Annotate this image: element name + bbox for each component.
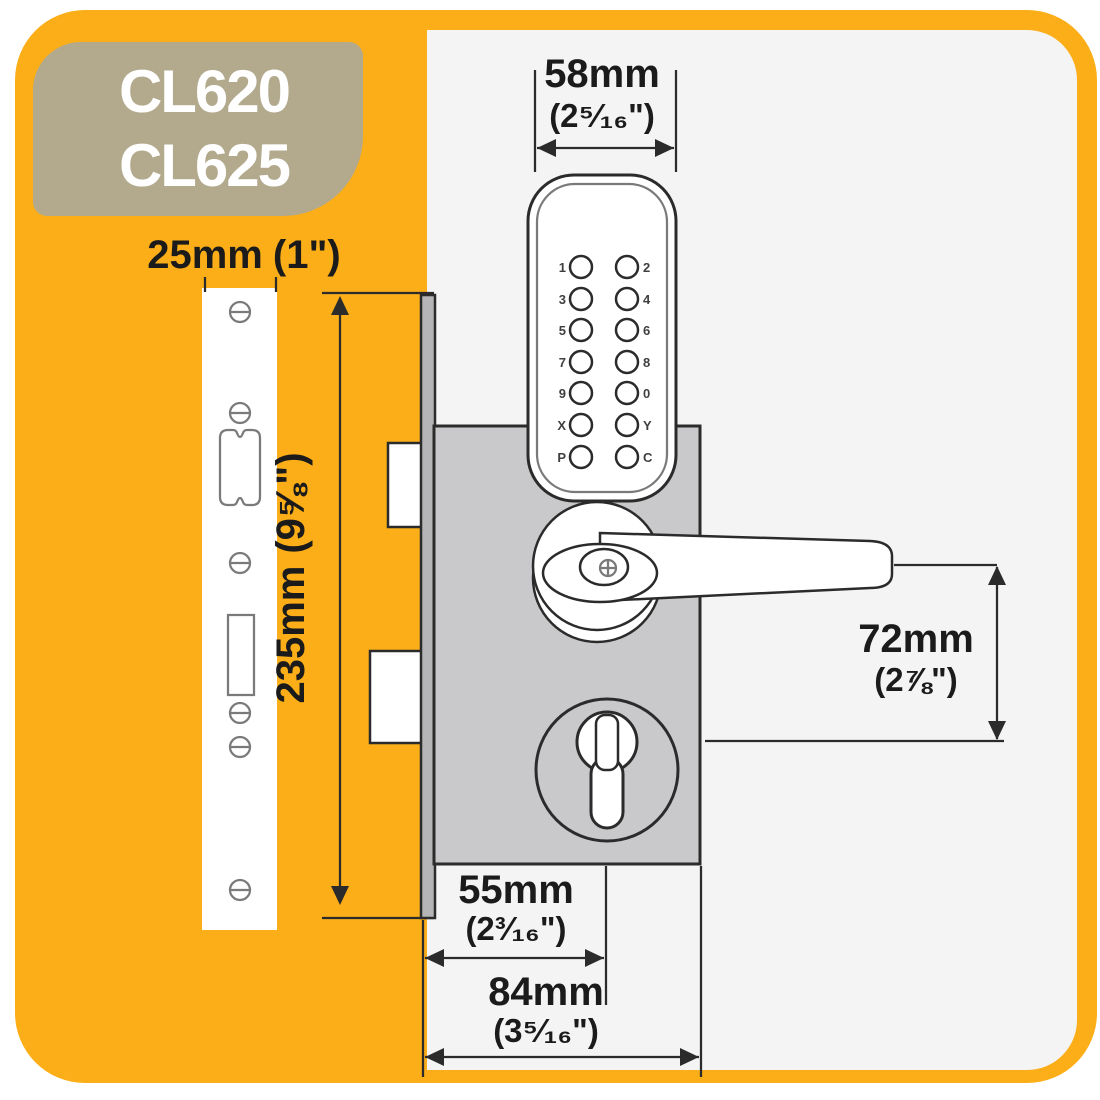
dim-lever-to-cylinder: 72mm (2⅞") bbox=[705, 563, 1006, 743]
key-label: 9 bbox=[559, 386, 566, 401]
arrowhead-left bbox=[425, 949, 444, 967]
hub-ring bbox=[578, 547, 630, 587]
key-label: 8 bbox=[643, 355, 650, 370]
latch-cutout bbox=[218, 428, 262, 507]
arrowhead-down bbox=[331, 886, 349, 905]
key-label: 5 bbox=[559, 323, 566, 338]
key-label: 6 bbox=[643, 323, 650, 338]
keypad-button bbox=[568, 286, 594, 312]
key-label: 7 bbox=[559, 355, 566, 370]
arrowhead-left bbox=[537, 139, 556, 157]
keypad-inner-line bbox=[535, 182, 669, 494]
arrowhead-down bbox=[988, 721, 1006, 740]
faceplate bbox=[202, 288, 277, 930]
dim-label-84mm-inch: (3⁵⁄₁₆") bbox=[493, 1012, 599, 1049]
dim-faceplate-width: 25mm(1") bbox=[147, 233, 341, 292]
lever-assembly bbox=[531, 500, 894, 644]
keypad-button bbox=[614, 380, 640, 406]
key-label: P bbox=[557, 450, 566, 465]
key-label: 1 bbox=[559, 260, 566, 275]
keypad-button bbox=[614, 412, 640, 438]
faceplate-screw bbox=[228, 735, 252, 759]
dim-label-55mm: 55mm bbox=[458, 868, 574, 912]
keypad-escutcheon: 1 2 3 4 5 6 7 8 9 0 X bbox=[526, 173, 678, 503]
arrowhead-right bbox=[680, 1048, 699, 1066]
keypad-button bbox=[568, 254, 594, 280]
keypad-button bbox=[568, 444, 594, 470]
keypad-button bbox=[568, 380, 594, 406]
arrowhead-up bbox=[988, 566, 1006, 585]
faceplate-plate bbox=[202, 288, 277, 930]
key-label: C bbox=[643, 450, 653, 465]
keypad-shell bbox=[526, 173, 678, 503]
key-label: Y bbox=[643, 418, 652, 433]
arrowhead-right bbox=[585, 949, 604, 967]
keypad-button bbox=[568, 412, 594, 438]
key-label: 2 bbox=[643, 260, 650, 275]
cylinder-ring bbox=[534, 697, 680, 843]
key-label: 3 bbox=[559, 292, 566, 307]
faceplate-screw bbox=[228, 401, 252, 425]
lever-hub bbox=[541, 542, 659, 604]
dim-label-25mm: 25mm(1") bbox=[147, 233, 340, 277]
keypad-button bbox=[568, 317, 594, 343]
dim-faceplate-height: 235mm(9⅝") bbox=[269, 291, 434, 920]
key-label: 4 bbox=[643, 292, 651, 307]
faceplate-screw bbox=[228, 701, 252, 725]
model-badge: CL620 CL625 bbox=[33, 42, 363, 216]
dim-label-72mm: 72mm bbox=[858, 617, 974, 661]
arrowhead-right bbox=[655, 139, 674, 157]
keypad-button bbox=[614, 444, 640, 470]
dim-label-84mm: 84mm bbox=[488, 970, 604, 1014]
dim-label-235mm: 235mm(9⅝") bbox=[269, 452, 313, 703]
key-slot bbox=[594, 713, 620, 772]
keypad-button bbox=[614, 349, 640, 375]
dim-label-72mm-inch: (2⅞") bbox=[874, 661, 958, 698]
model-name-1: CL620 bbox=[118, 58, 291, 125]
arrowhead-left bbox=[425, 1048, 444, 1066]
dim-backset-and-depth: 55mm (2³⁄₁₆") 84mm (3⁵⁄₁₆") bbox=[421, 866, 703, 1077]
deadbolt-cutout bbox=[226, 613, 256, 697]
keypad-button bbox=[614, 254, 640, 280]
dim-label-55mm-inch: (2³⁄₁₆") bbox=[465, 910, 566, 947]
key-label: 0 bbox=[643, 386, 650, 401]
lever-handle bbox=[598, 531, 894, 603]
keypad-button bbox=[614, 286, 640, 312]
faceplate-screw bbox=[228, 551, 252, 575]
euro-cylinder bbox=[534, 697, 680, 843]
dim-label-58mm: 58mm bbox=[544, 52, 660, 96]
faceplate-screw bbox=[228, 878, 252, 902]
dim-keypad-width: 58mm (2⁵⁄₁₆") bbox=[533, 52, 678, 172]
model-name-2: CL625 bbox=[118, 132, 291, 199]
key-label: X bbox=[557, 418, 566, 433]
keypad-button bbox=[614, 317, 640, 343]
faceplate-screw bbox=[228, 300, 252, 324]
dim-label-58mm-inch: (2⁵⁄₁₆") bbox=[549, 97, 655, 134]
keypad-button bbox=[568, 349, 594, 375]
arrowhead-up bbox=[331, 296, 349, 315]
